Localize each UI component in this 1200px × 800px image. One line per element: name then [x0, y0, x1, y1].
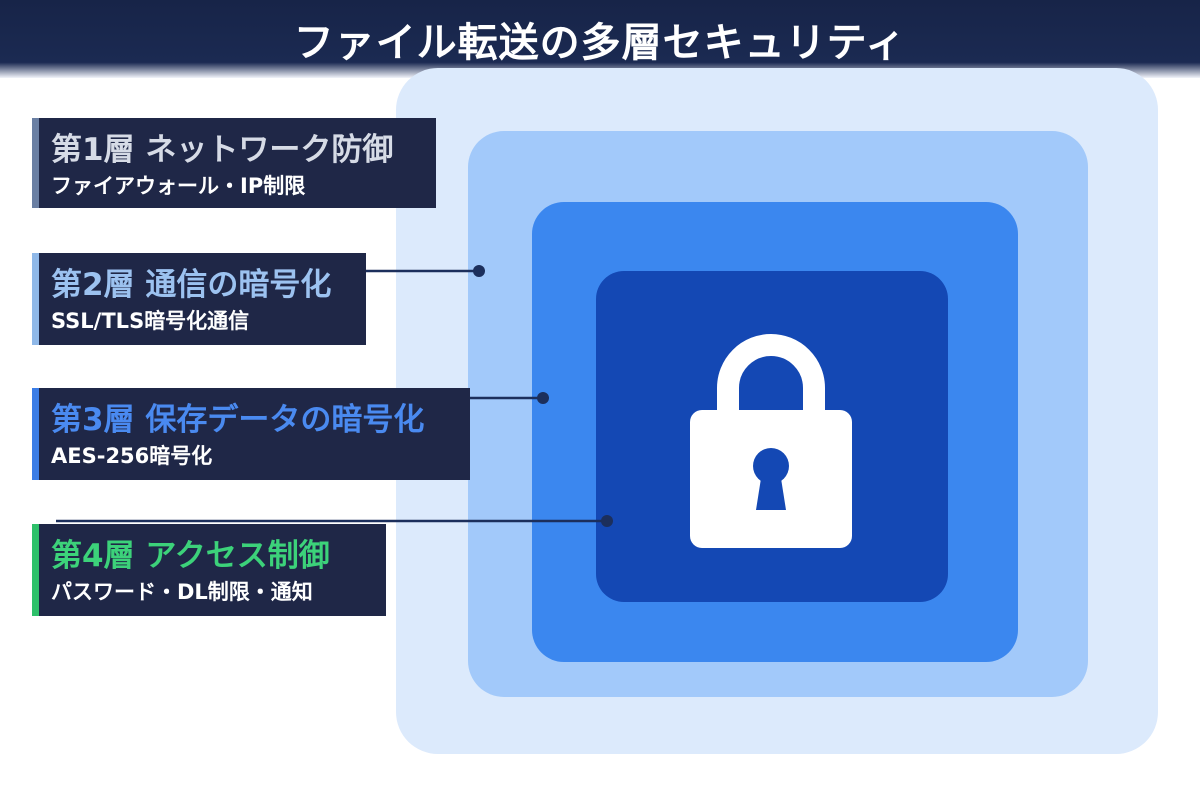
padlock-icon — [690, 334, 852, 548]
layer-1-subtitle: ファイアウォール・IP制限 — [51, 174, 306, 198]
layer-3-label: 第3層 保存データの暗号化 AES-256暗号化 — [32, 388, 470, 480]
layer-1-title: 第1層 ネットワーク防御 — [51, 132, 394, 168]
layer-1-label: 第1層 ネットワーク防御 ファイアウォール・IP制限 — [32, 118, 436, 208]
title-banner: ファイル転送の多層セキュリティ — [0, 0, 1200, 78]
page-title: ファイル転送の多層セキュリティ — [293, 20, 907, 66]
layer-2-title: 第2層 通信の暗号化 — [51, 267, 332, 303]
layer-3-title: 第3層 保存データの暗号化 — [51, 402, 425, 438]
layer-4-title: 第4層 アクセス制御 — [51, 538, 330, 574]
layer-4-label: 第4層 アクセス制御 パスワード・DL制限・通知 — [32, 524, 386, 616]
layer-2-label: 第2層 通信の暗号化 SSL/TLS暗号化通信 — [32, 253, 366, 345]
layer-3-subtitle: AES-256暗号化 — [51, 444, 213, 468]
layer-2-subtitle: SSL/TLS暗号化通信 — [51, 309, 250, 333]
layer-4-subtitle: パスワード・DL制限・通知 — [51, 580, 313, 604]
